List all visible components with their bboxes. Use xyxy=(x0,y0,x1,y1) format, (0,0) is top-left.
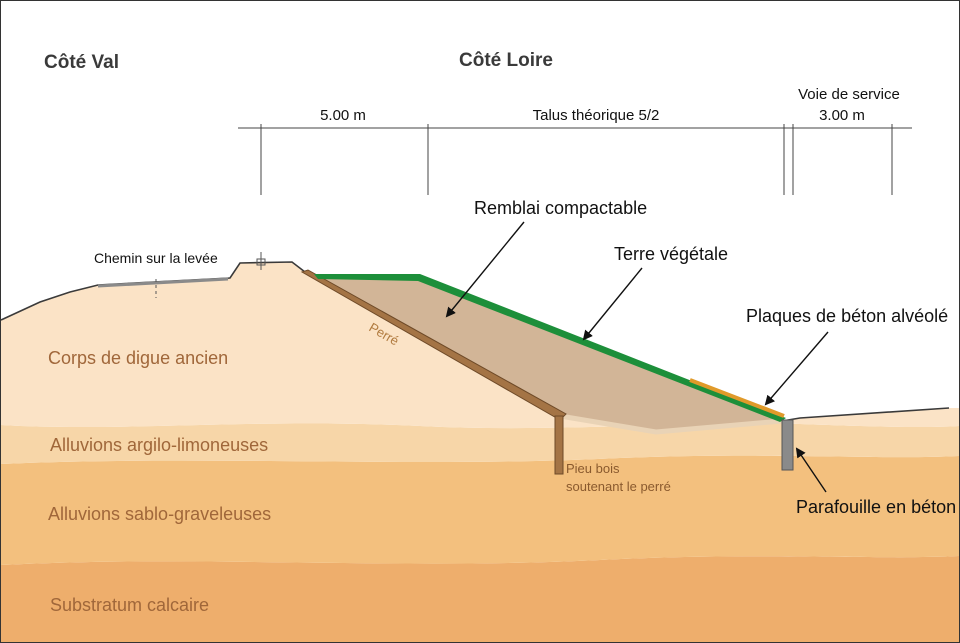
arrow-parafouille xyxy=(795,447,827,493)
dim-label-voie: Voie de service xyxy=(798,86,900,103)
arrow-terre xyxy=(582,267,643,341)
pieu-bois xyxy=(554,415,564,475)
label-chemin: Chemin sur la levée xyxy=(94,250,218,266)
dim-label-3m: 3.00 m xyxy=(819,107,865,124)
title-cote-val: Côté Val xyxy=(44,52,119,73)
layer-argilo xyxy=(1,423,959,464)
label-corps-digue: Corps de digue ancien xyxy=(48,348,228,368)
label-alluvions-sablo: Alluvions sablo-graveleuses xyxy=(48,504,271,524)
label-parafouille: Parafouille en béton xyxy=(796,497,956,517)
label-alluvions-argilo: Alluvions argilo-limoneuses xyxy=(50,435,268,455)
label-remblai: Remblai compactable xyxy=(474,198,647,218)
label-substratum: Substratum calcaire xyxy=(50,595,209,615)
crest-marker xyxy=(256,258,266,266)
label-pieu-1: Pieu bois xyxy=(566,461,620,476)
perre-revetment xyxy=(300,269,567,421)
plaques-beton xyxy=(689,378,785,418)
label-terre: Terre végétale xyxy=(614,244,728,264)
arrow-plaques xyxy=(764,331,829,406)
arrow-remblai xyxy=(445,221,525,318)
remblai-fill xyxy=(318,276,782,432)
remblai-base xyxy=(559,413,783,435)
chemin-road xyxy=(97,277,229,288)
layer-substratum xyxy=(1,556,959,642)
label-pieu-2: soutenant le perré xyxy=(566,479,671,494)
parafouille-beton xyxy=(781,419,794,471)
dim-label-talus: Talus théorique 5/2 xyxy=(533,107,660,124)
dim-label-5m: 5.00 m xyxy=(320,107,366,124)
label-plaques: Plaques de béton alvéolé xyxy=(746,306,948,326)
layer-sablo xyxy=(1,455,959,565)
title-cote-loire: Côté Loire xyxy=(459,50,553,71)
layer-corps xyxy=(1,262,959,432)
